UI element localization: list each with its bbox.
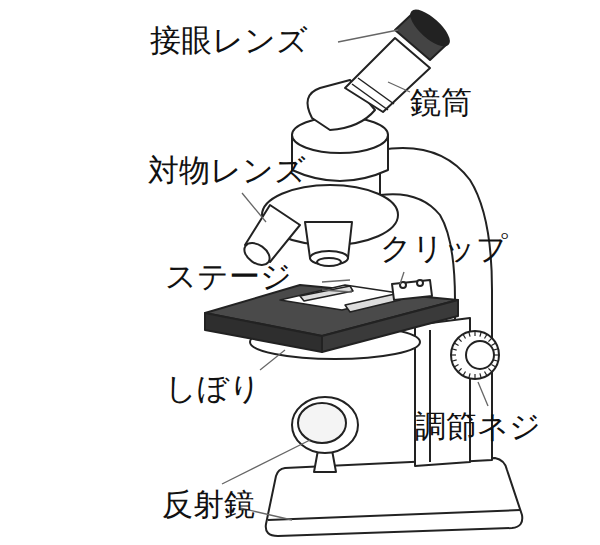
leader-line — [222, 440, 310, 484]
leader-line — [338, 30, 398, 42]
knurling — [463, 371, 466, 375]
part-label: 調節ネジ — [415, 408, 541, 445]
part-label: 対物レンズ — [148, 152, 306, 189]
knurling — [488, 368, 492, 372]
clip — [345, 294, 400, 312]
knurling — [488, 338, 492, 342]
mirror-face — [298, 403, 346, 443]
knurling — [480, 373, 481, 378]
knurling — [469, 332, 470, 337]
knurling — [480, 332, 481, 337]
knurling — [491, 365, 495, 368]
leader-line — [242, 193, 266, 222]
part-label: 鏡筒 — [410, 84, 472, 121]
knurling — [493, 360, 498, 361]
knurling — [469, 373, 470, 378]
part-label: しぼり — [165, 370, 261, 407]
knurling — [458, 338, 462, 342]
knurling — [493, 349, 498, 350]
knurling — [458, 368, 462, 372]
knurling — [463, 334, 466, 338]
knurling — [485, 371, 488, 375]
knurling — [452, 349, 457, 350]
tube-ring — [352, 84, 388, 110]
part-label: 反射鏡 — [162, 486, 255, 523]
objective-tip — [317, 258, 341, 266]
adjustment-knob — [451, 331, 499, 379]
knob-cap — [466, 341, 494, 369]
leader-line — [322, 280, 350, 282]
clip — [300, 286, 353, 301]
base-edge — [268, 510, 520, 520]
knurling — [454, 365, 458, 368]
part-label: 接眼レンズ — [150, 22, 308, 59]
knurling — [474, 331, 475, 336]
knurling — [452, 360, 457, 361]
leader-line — [388, 82, 410, 92]
leader-line — [400, 272, 404, 284]
eyepiece-top — [406, 5, 454, 50]
knurling — [451, 354, 456, 355]
leader-line — [478, 382, 488, 406]
knurling — [494, 354, 499, 355]
screw — [417, 280, 423, 286]
knurling — [454, 343, 458, 346]
part-label: ステージ — [165, 258, 292, 295]
stage-front — [205, 313, 322, 352]
leader-line — [260, 350, 285, 370]
clip-block — [392, 280, 432, 300]
base — [266, 458, 523, 536]
objective-tip — [310, 251, 348, 265]
knurling — [485, 334, 488, 338]
part-label: クリップ — [380, 230, 508, 267]
knurling — [474, 374, 475, 379]
knurling — [491, 343, 495, 346]
leader-line — [322, 290, 352, 292]
